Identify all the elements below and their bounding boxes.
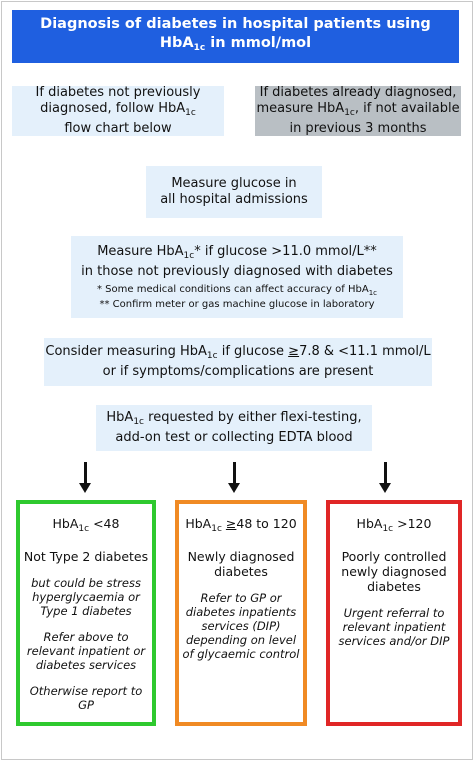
measure-glucose-box: Measure glucose in all hospital admissio… <box>146 166 322 218</box>
result-box-high: HbA1c >120 Poorly controlled newly diagn… <box>326 500 462 726</box>
consider-measuring-box: Consider measuring HbA1c if glucose ≥7.8… <box>44 338 432 386</box>
hba1c-requested-box: HbA1c requested by either flexi-testing,… <box>96 405 372 451</box>
result-box-mid: HbA1c ≥48 to 120 Newly diagnosed diabete… <box>175 500 307 726</box>
note-1: * Some medical conditions can affect acc… <box>97 283 377 297</box>
result-box-low: HbA1c <48 Not Type 2 diabetes but could … <box>16 500 156 726</box>
title-line-1: Diagnosis of diabetes in hospital patien… <box>40 16 431 32</box>
note-2: ** Confirm meter or gas machine glucose … <box>99 298 375 310</box>
arrow-middle <box>228 462 240 493</box>
measure-hba1c-box: Measure HbA1c* if glucose >11.0 mmol/L**… <box>71 236 403 318</box>
title-line-2: HbA1c in mmol/mol <box>159 35 312 53</box>
already-diagnosed-box: If diabetes already diagnosed, measure H… <box>255 85 461 136</box>
arrow-right <box>379 462 391 493</box>
arrow-left <box>79 462 91 493</box>
not-diagnosed-box: If diabetes not previously diagnosed, fo… <box>12 85 224 136</box>
page-title: Diagnosis of diabetes in hospital patien… <box>12 10 459 63</box>
